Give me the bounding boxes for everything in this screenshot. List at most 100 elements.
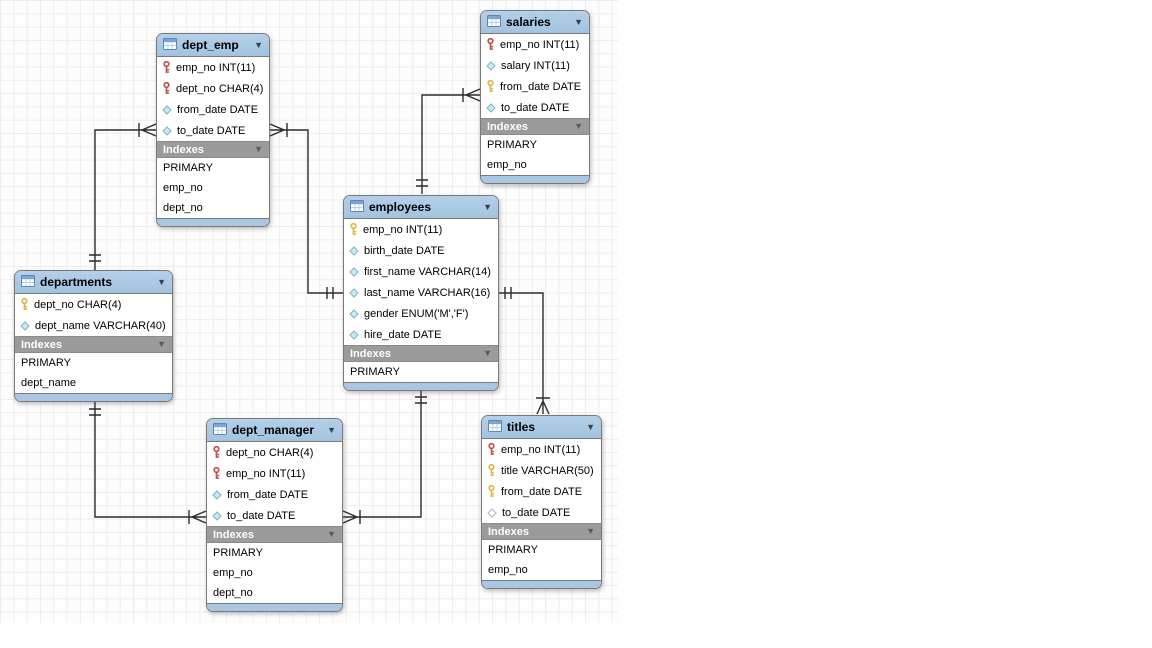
indexes-section-header[interactable]: Indexes▼: [15, 336, 172, 353]
column-row[interactable]: dept_no CHAR(4): [207, 442, 342, 463]
collapse-arrow-icon[interactable]: ▼: [327, 424, 336, 435]
table-header-employees[interactable]: employees ▼: [344, 196, 498, 219]
column-row[interactable]: salary INT(11): [481, 55, 589, 76]
column-row[interactable]: to_date DATE: [481, 97, 589, 118]
indexes-section-header[interactable]: Indexes ▼: [207, 526, 342, 543]
relationship-employees-dept_emp[interactable]: [269, 123, 343, 299]
column-row[interactable]: title VARCHAR(50): [482, 460, 601, 481]
column-row[interactable]: from_date DATE: [157, 99, 269, 120]
table-footer-strip: [207, 603, 342, 611]
column-row[interactable]: birth_date DATE: [344, 240, 498, 261]
column-row[interactable]: to_date DATE: [207, 505, 342, 526]
table-icon: [163, 37, 177, 53]
relationship-departments-dept_manager[interactable]: [89, 402, 207, 524]
index-label: dept_no: [213, 587, 253, 599]
diamond-blue-icon: [486, 102, 496, 113]
index-row[interactable]: emp_no: [481, 155, 589, 175]
indexes-section-header[interactable]: Indexes▼: [157, 141, 269, 158]
table-header-departments[interactable]: departments▼: [15, 271, 172, 294]
column-row[interactable]: last_name VARCHAR(16): [344, 282, 498, 303]
column-row[interactable]: dept_no CHAR(4): [157, 78, 269, 99]
column-row[interactable]: emp_no INT(11): [344, 219, 498, 240]
table-titles[interactable]: titles▼emp_no INT(11)title VARCHAR(50) fr…: [481, 415, 602, 589]
column-row[interactable]: emp_no INT(11): [482, 439, 601, 460]
indexes-section-header[interactable]: Indexes▼: [481, 118, 589, 135]
table-footer-strip: [344, 382, 498, 390]
key-red-icon: [212, 467, 221, 480]
column-row[interactable]: from_date DATE: [481, 76, 589, 97]
index-row[interactable]: PRIMARY: [482, 540, 601, 560]
collapse-arrow-icon[interactable]: ▼: [574, 16, 583, 27]
column-row[interactable]: emp_no INT(11): [207, 463, 342, 484]
column-label: from_date DATE: [501, 485, 583, 498]
relationship-employees-salaries[interactable]: [416, 88, 481, 194]
table-departments[interactable]: departments▼dept_no CHAR(4)dept_name VAR…: [14, 270, 173, 402]
index-row[interactable]: dept_no: [207, 583, 342, 603]
column-label: gender ENUM('M','F'): [364, 307, 469, 320]
table-header-dept_manager[interactable]: dept_manager▼: [207, 419, 342, 442]
index-row[interactable]: dept_name: [15, 373, 172, 393]
index-row[interactable]: PRIMARY: [157, 158, 269, 178]
column-row[interactable]: from_date DATE: [482, 481, 601, 502]
index-row[interactable]: PRIMARY: [481, 135, 589, 155]
diamond-hollow-icon: [487, 507, 497, 518]
column-row[interactable]: to_date DATE: [157, 120, 269, 141]
index-row[interactable]: emp_no: [207, 563, 342, 583]
column-label: from_date DATE: [500, 80, 582, 93]
diagram-canvas[interactable]: dept_emp▼emp_no INT(11)dept_no CHAR(4)fr…: [0, 0, 618, 623]
indexes-section-header[interactable]: Indexes▼: [344, 345, 498, 362]
column-row[interactable]: dept_no CHAR(4): [15, 294, 172, 315]
column-label: last_name VARCHAR(16): [364, 286, 491, 299]
collapse-arrow-icon[interactable]: ▼: [483, 348, 492, 358]
table-salaries[interactable]: salaries ▼ emp_no INT(11)salary INT(11) fro…: [480, 10, 590, 184]
table-header-salaries[interactable]: salaries ▼: [481, 11, 589, 34]
column-label: dept_no CHAR(4): [226, 446, 314, 459]
collapse-arrow-icon[interactable]: ▼: [327, 529, 336, 539]
key-yellow-icon: [487, 485, 496, 498]
table-dept_emp[interactable]: dept_emp▼emp_no INT(11)dept_no CHAR(4)fr…: [156, 33, 270, 227]
indexes-section-label: Indexes: [213, 528, 254, 541]
table-header-titles[interactable]: titles▼: [482, 416, 601, 439]
table-header-dept_emp[interactable]: dept_emp▼: [157, 34, 269, 57]
collapse-arrow-icon[interactable]: ▼: [483, 201, 492, 212]
table-icon: [350, 199, 364, 215]
key-red-icon: [162, 61, 171, 74]
collapse-arrow-icon[interactable]: ▼: [586, 526, 595, 536]
collapse-arrow-icon[interactable]: ▼: [157, 339, 166, 349]
index-row[interactable]: dept_no: [157, 198, 269, 218]
table-title: employees: [369, 200, 432, 214]
table-title: salaries: [506, 15, 551, 29]
column-row[interactable]: to_date DATE: [482, 502, 601, 523]
index-label: PRIMARY: [213, 547, 263, 559]
collapse-arrow-icon[interactable]: ▼: [586, 421, 595, 432]
column-row[interactable]: emp_no INT(11): [481, 34, 589, 55]
relationship-departments-dept_emp[interactable]: [89, 123, 157, 271]
collapse-arrow-icon[interactable]: ▼: [254, 39, 263, 50]
column-row[interactable]: hire_date DATE: [344, 324, 498, 345]
relationship-employees-dept_manager[interactable]: [342, 391, 427, 524]
index-row[interactable]: PRIMARY: [15, 353, 172, 373]
column-row[interactable]: gender ENUM('M','F'): [344, 303, 498, 324]
column-row[interactable]: emp_no INT(11): [157, 57, 269, 78]
indexes-section-label: Indexes: [488, 525, 529, 538]
diamond-blue-icon: [349, 329, 359, 340]
column-row[interactable]: dept_name VARCHAR(40): [15, 315, 172, 336]
index-row[interactable]: emp_no: [482, 560, 601, 580]
index-row[interactable]: PRIMARY: [344, 362, 498, 382]
collapse-arrow-icon[interactable]: ▼: [157, 276, 166, 287]
table-dept_manager[interactable]: dept_manager▼ dept_no CHAR(4) emp_no INT(1…: [206, 418, 343, 612]
index-row[interactable]: emp_no: [157, 178, 269, 198]
column-row[interactable]: from_date DATE: [207, 484, 342, 505]
index-row[interactable]: PRIMARY: [207, 543, 342, 563]
diamond-blue-icon: [212, 489, 222, 500]
indexes-section-header[interactable]: Indexes ▼: [482, 523, 601, 540]
key-yellow-icon: [487, 464, 496, 477]
table-footer-strip: [481, 175, 589, 183]
collapse-arrow-icon[interactable]: ▼: [574, 121, 583, 131]
column-row[interactable]: first_name VARCHAR(14): [344, 261, 498, 282]
relationship-employees-titles[interactable]: [499, 287, 550, 415]
collapse-arrow-icon[interactable]: ▼: [254, 144, 263, 154]
column-label: to_date DATE: [501, 101, 570, 114]
index-label: emp_no: [213, 567, 253, 579]
